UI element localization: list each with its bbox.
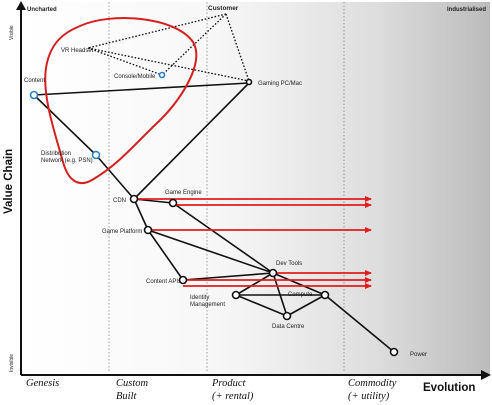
label-distribution-line1: Distribution xyxy=(41,151,71,157)
stage-label-product-line1: Product xyxy=(211,378,247,389)
label-identity-line1: Identity xyxy=(190,295,209,301)
label-content-apis: Content APIs xyxy=(146,279,181,285)
label-cdn: CDN xyxy=(113,198,126,204)
evolution-axis-title: Evolution xyxy=(423,382,475,394)
evolution-gradient-background xyxy=(22,2,490,375)
value-chain-axis-arrowhead xyxy=(16,1,26,10)
label-game-engine: Game Engine xyxy=(165,190,202,196)
node-console-mobile xyxy=(158,71,166,79)
stage-label-commodity-line1: Commodity xyxy=(348,378,397,389)
label-identity-line2: Management xyxy=(190,302,225,308)
corner-label-industrialised: Industrialised xyxy=(447,7,486,13)
label-customer: Customer xyxy=(208,5,239,12)
stage-label-custom-line2: Built xyxy=(116,391,137,402)
node-game-engine xyxy=(168,198,178,208)
label-vr-headset: VR Headset xyxy=(61,48,94,54)
node-data-centre xyxy=(282,311,292,321)
label-gaming-pc: Gaming PC/Mac xyxy=(258,81,302,87)
label-distribution-line2: Network (e.g. PSN) xyxy=(41,158,93,164)
value-chain-axis-title: Value Chain xyxy=(3,149,15,214)
node-power xyxy=(389,347,399,357)
label-data-centre: Data Centre xyxy=(272,324,305,330)
evolution-axis-arrowhead xyxy=(481,370,491,380)
component-nodes xyxy=(29,71,399,357)
uncharted-highlight-outline xyxy=(44,17,198,185)
corner-label-uncharted: Uncharted xyxy=(27,7,57,13)
node-content-apis xyxy=(178,275,188,285)
label-console-mobile: Console/Mobile xyxy=(114,74,156,80)
node-identity-management xyxy=(231,290,241,300)
stage-label-custom-line1: Custom xyxy=(116,378,149,389)
node-game-platform xyxy=(143,225,153,235)
axis-label-invisible: Invisible xyxy=(9,354,15,372)
label-game-platform: Game Platform xyxy=(102,229,142,235)
label-compute: Compute xyxy=(288,292,313,298)
node-content xyxy=(29,90,39,100)
stage-label-commodity-line2: (+ utility) xyxy=(348,391,390,402)
stage-label-genesis: Genesis xyxy=(26,378,59,389)
stage-label-product-line2: (+ rental) xyxy=(212,391,254,402)
label-power: Power xyxy=(410,352,427,358)
node-gaming-pc xyxy=(245,78,253,86)
axis-label-visible: Visible xyxy=(9,25,15,40)
label-dev-tools: Dev Tools xyxy=(276,261,302,267)
node-cdn xyxy=(129,194,139,204)
node-distribution-network xyxy=(91,150,101,160)
node-compute xyxy=(320,290,330,300)
node-dev-tools xyxy=(268,268,278,278)
label-content: Content xyxy=(24,78,45,84)
